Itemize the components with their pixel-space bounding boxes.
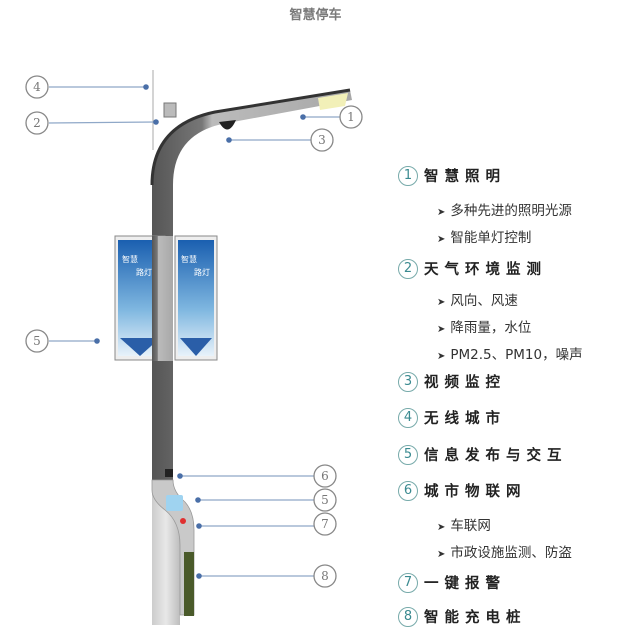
banner-text-4: 路灯 (194, 267, 210, 277)
arrow-icon: ➤ (437, 234, 446, 245)
callout-5b: 5 (321, 493, 329, 507)
callout-3: 3 (318, 133, 326, 147)
arrow-icon: ➤ (437, 522, 446, 533)
arrow-icon: ➤ (437, 549, 446, 560)
arrow-icon: ➤ (437, 351, 446, 362)
iot-module (165, 469, 173, 477)
callout-7: 7 (321, 517, 329, 531)
lamp-light (318, 93, 348, 110)
pole-base (152, 490, 180, 625)
callout-1: 1 (347, 110, 355, 124)
callout-5: 5 (33, 334, 41, 348)
banner-text-1: 智慧 (122, 254, 138, 264)
callout-2: 2 (33, 116, 41, 130)
feature-6-sub-2: ➤市政设施监测、防盗 (437, 545, 572, 561)
callout-8: 8 (321, 569, 329, 583)
feature-1-sub-2: ➤智能单灯控制 (437, 230, 532, 246)
feature-2-sub-1: ➤风向、风速 (437, 293, 518, 309)
camera (219, 120, 236, 130)
arrow-icon: ➤ (437, 297, 446, 308)
banner-text-2: 路灯 (136, 267, 152, 277)
arrow-icon: ➤ (437, 207, 446, 218)
callout-6: 6 (321, 469, 329, 483)
feature-2-sub-3: ➤PM2.5、PM10，噪声 (437, 347, 583, 363)
banner-text-3: 智慧 (181, 254, 197, 264)
alarm-button (180, 518, 186, 524)
charging-port (184, 552, 194, 616)
arrow-icon: ➤ (437, 324, 446, 335)
page-title: 智慧停车 (289, 8, 342, 23)
weather-sensor (163, 102, 177, 118)
feature-6-sub-1: ➤车联网 (437, 518, 491, 534)
feature-2-sub-2: ➤降雨量，水位 (437, 320, 532, 336)
callout-4: 4 (33, 80, 41, 94)
info-screen (166, 495, 183, 511)
feature-1-sub-1: ➤多种先进的照明光源 (437, 203, 572, 219)
